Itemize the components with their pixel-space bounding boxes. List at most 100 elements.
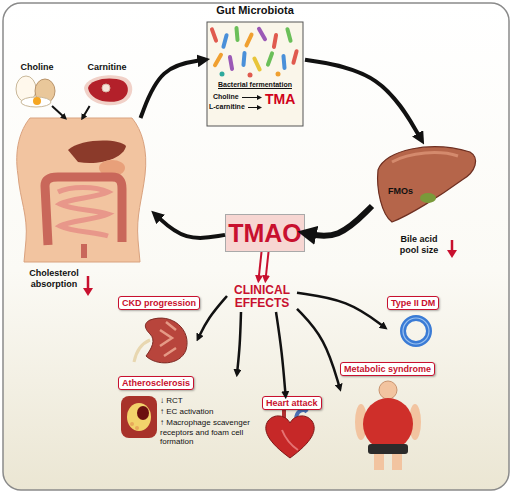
connector-line [297, 309, 340, 389]
node-text: Choline [213, 93, 239, 101]
head [379, 381, 397, 399]
node-text: Type II DM [387, 296, 439, 310]
artery-wall [121, 396, 157, 438]
shorts [368, 444, 408, 454]
connector-arrow [52, 106, 65, 118]
egg-white [21, 97, 51, 107]
heart [266, 416, 314, 458]
connector-line [52, 106, 65, 118]
connector-line [276, 312, 286, 396]
bacterium [244, 32, 254, 48]
decrease-arrow [87, 276, 90, 290]
node-text: L-carnitine [209, 103, 245, 111]
meat [88, 79, 128, 102]
bacterium [272, 33, 279, 49]
bacterium [265, 51, 274, 67]
node-text: Cholesterol absorption [14, 268, 94, 290]
microbiota-frame [207, 22, 303, 126]
effect-box: CKD progression [118, 294, 198, 366]
bacterium [276, 72, 281, 77]
bacterium [209, 27, 218, 43]
connector-arrow [305, 60, 422, 140]
node-text: CKD progression [118, 296, 200, 310]
bacterium [281, 54, 286, 70]
connector-line [83, 106, 90, 118]
connector-line [237, 312, 241, 374]
connector-arrow [198, 296, 227, 339]
food-item: Carnitine [78, 62, 136, 106]
liver-organ: FMOsBile acid pool size [372, 140, 482, 260]
meat-bone [102, 84, 110, 92]
node-text: FMOs [388, 186, 413, 196]
torso [17, 118, 146, 262]
lumen [137, 406, 149, 420]
connector-arrow [305, 206, 372, 236]
bacterium [221, 33, 229, 49]
belly [363, 398, 413, 450]
tmao-box: TMAO [225, 214, 305, 252]
bacterium [248, 73, 253, 78]
node-text: ↓ RCT [160, 396, 258, 406]
connector-line [259, 252, 262, 280]
effect-box: Type II DM [385, 294, 447, 350]
bacterium [212, 52, 223, 68]
connector-line [198, 296, 227, 339]
node-text: Gut Microbiota [205, 4, 305, 17]
meat-illustration [84, 75, 132, 105]
connector-arrow [297, 293, 385, 328]
ureter [134, 340, 150, 362]
node-text: Heart attack [262, 396, 322, 410]
node-text: ↑ Macrophage scavenger receptors and foa… [160, 418, 258, 447]
node-text: CLINICAL EFFECTS [227, 284, 297, 310]
diabetes-ring [403, 318, 429, 344]
connector-arrow [237, 312, 241, 374]
node-text: TMA [265, 91, 295, 107]
kidney-detail [160, 322, 176, 356]
connector-arrow [155, 214, 225, 238]
node-text: Atherosclerosis [118, 376, 194, 390]
connector-arrow [259, 252, 269, 280]
node-text: Metabolic syndrome [340, 362, 435, 376]
connector-line [305, 60, 422, 140]
connector-arrow [297, 309, 340, 389]
outer-frame [3, 3, 509, 490]
node-text: Bile acid pool size [394, 234, 444, 256]
reaction-arrow [248, 107, 261, 108]
connector-line [305, 206, 372, 236]
rectum [81, 244, 87, 258]
plaque [127, 403, 151, 431]
connector-arrow [83, 106, 90, 118]
decrease-arrow [447, 250, 457, 258]
node-text: ↑ EC activation [160, 407, 258, 417]
node-text: Bacterial fermentation [207, 81, 303, 89]
connector-line [155, 214, 225, 238]
effect-box: Heart attack [260, 396, 324, 460]
decrease-arrow [83, 288, 93, 296]
bacterium [228, 55, 235, 71]
foam-cell [135, 426, 139, 430]
large-intestine [45, 177, 122, 245]
effect-box: Atherosclerosis ↓ RCT↑ EC activation↑ Mac… [118, 374, 258, 456]
clinical-heading: CLINICAL EFFECTS [227, 280, 297, 312]
heart-illustration [266, 408, 314, 458]
body-illustration: Cholesterol absorption [10, 118, 155, 293]
kidney-illustration [134, 318, 187, 363]
liver [378, 147, 476, 222]
bacterium [241, 51, 246, 67]
food-item: Choline [12, 62, 62, 106]
bacterium [234, 26, 239, 42]
connector-arrow [141, 60, 206, 118]
meat-fat [84, 75, 132, 105]
connector-line [297, 293, 385, 328]
node-text: Choline [12, 62, 62, 72]
connector-line [266, 252, 269, 280]
bacterium [285, 27, 293, 43]
artery-illustration [121, 396, 157, 438]
reaction-arrow [242, 97, 261, 98]
effect-box: Metabolic syndrome [340, 360, 436, 475]
gallbladder [420, 193, 436, 203]
bacterium [291, 49, 299, 65]
